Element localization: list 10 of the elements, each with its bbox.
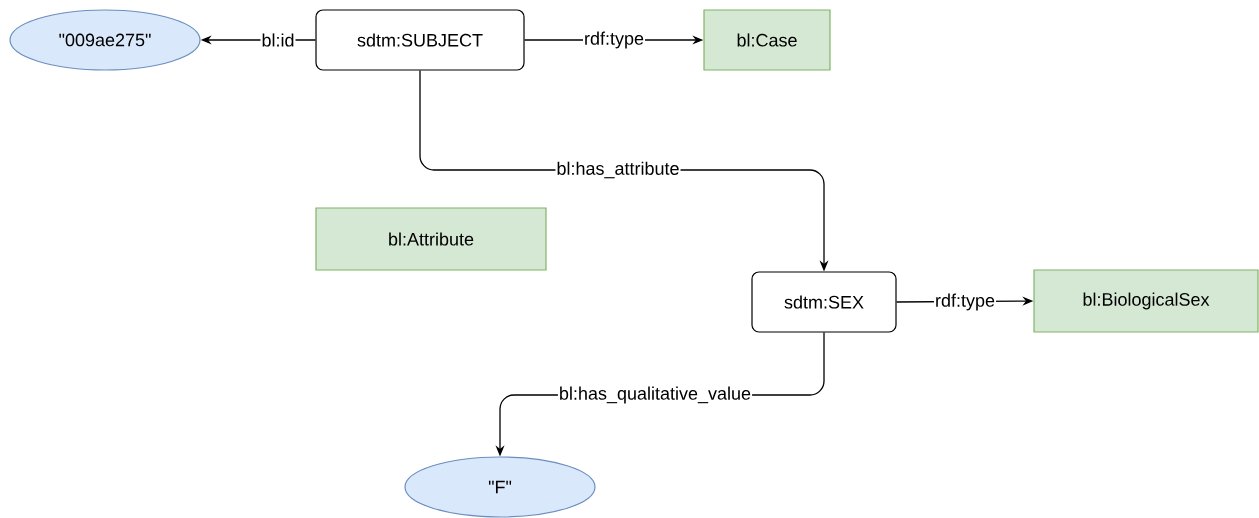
edge-label: bl:id (260, 32, 296, 48)
class-box: bl:Case (703, 9, 831, 71)
edge-label: rdf:type (934, 292, 996, 312)
edge-label: bl:has_qualitative_value (557, 385, 753, 405)
class-box: bl:BiologicalSex (1033, 269, 1259, 333)
class-box: bl:Attribute (315, 207, 547, 271)
edge-label: bl:has_attribute (555, 160, 681, 180)
edge-label: rdf:type (583, 30, 645, 50)
resource-box: sdtm:SEX (751, 271, 897, 333)
resource-box: sdtm:SUBJECT (315, 9, 525, 71)
